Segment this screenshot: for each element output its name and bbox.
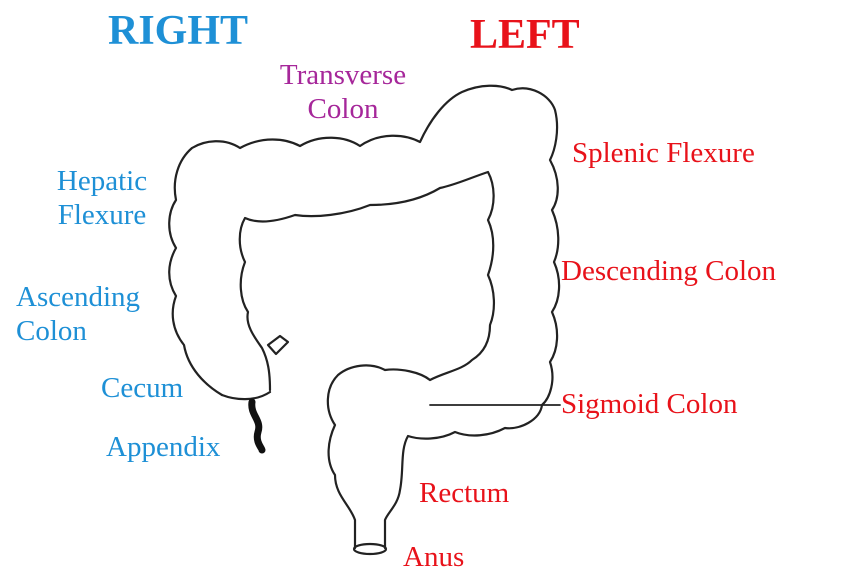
appendix-shape bbox=[252, 402, 262, 450]
label-cecum: Cecum bbox=[101, 371, 183, 405]
right-side-header: RIGHT bbox=[108, 8, 248, 54]
label-descending-colon: Descending Colon bbox=[561, 254, 776, 288]
label-sigmoid-colon: Sigmoid Colon bbox=[561, 387, 737, 421]
label-hepatic-flexure: Hepatic Flexure bbox=[44, 164, 160, 232]
label-ascending-colon-line1: Ascending bbox=[16, 280, 140, 314]
cecum-outline bbox=[222, 392, 270, 399]
label-hepatic-flexure-line2: Flexure bbox=[44, 198, 160, 232]
label-transverse-colon-line1: Transverse bbox=[262, 58, 424, 92]
label-transverse-colon: Transverse Colon bbox=[262, 58, 424, 126]
label-appendix: Appendix bbox=[106, 430, 220, 464]
label-rectum: Rectum bbox=[419, 476, 509, 510]
label-ascending-colon-line2: Colon bbox=[16, 314, 140, 348]
anus-opening bbox=[354, 544, 386, 554]
label-ascending-colon: Ascending Colon bbox=[16, 280, 140, 348]
ileocecal-tag bbox=[268, 336, 288, 354]
left-side-header: LEFT bbox=[470, 12, 580, 58]
label-hepatic-flexure-line1: Hepatic bbox=[44, 164, 160, 198]
label-anus: Anus bbox=[403, 540, 464, 574]
label-transverse-colon-line2: Colon bbox=[262, 92, 424, 126]
label-splenic-flexure: Splenic Flexure bbox=[572, 136, 755, 170]
